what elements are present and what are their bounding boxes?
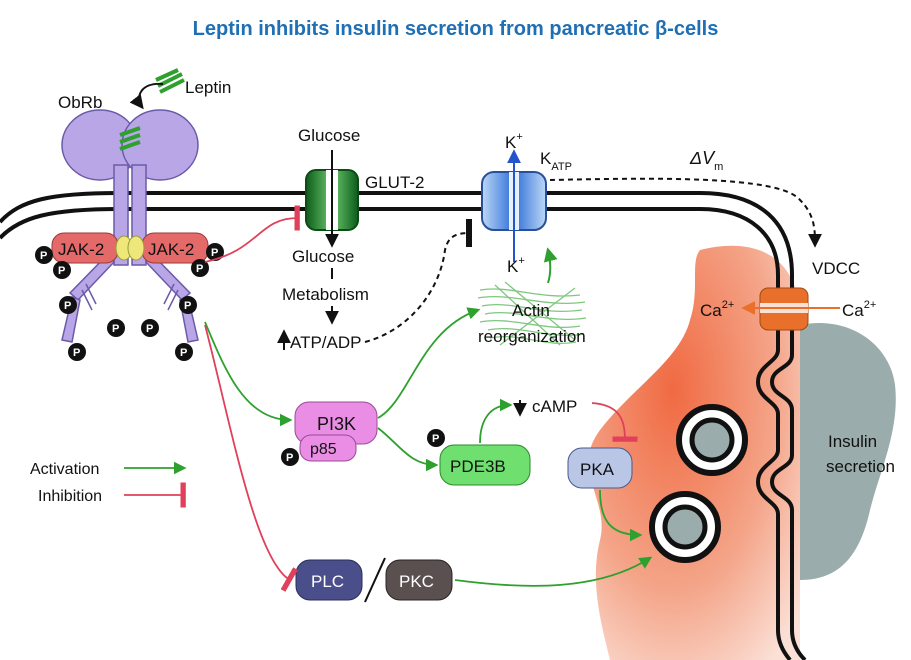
- glut2-label: GLUT-2: [365, 173, 425, 192]
- pde3b-node: PDE3B: [439, 444, 531, 486]
- pka-node: PKA: [567, 447, 633, 489]
- leptin-bound-icon: [119, 126, 141, 151]
- svg-text:p85: p85: [310, 441, 337, 458]
- activation-arrow-camp: [479, 398, 513, 444]
- metabolism-label: Metabolism: [282, 285, 369, 304]
- svg-text:P: P: [184, 300, 191, 312]
- inhibition-arrow-pka: [591, 402, 638, 442]
- svg-text:P: P: [432, 433, 439, 445]
- katp-label: KATP: [540, 149, 572, 173]
- activation-arrow-pde3b: [377, 427, 439, 472]
- delta-vm-label: ΔVm: [689, 148, 723, 173]
- glucose-extracellular-label: Glucose: [298, 126, 360, 145]
- jak2-right: JAK-2: [141, 232, 209, 264]
- svg-text:PKA: PKA: [580, 460, 615, 479]
- phospho-marker: P: [427, 429, 445, 447]
- svg-text:P: P: [146, 323, 153, 335]
- actin-label-line1: Actin: [512, 301, 550, 320]
- figure-title: Leptin inhibits insulin secretion from p…: [192, 18, 719, 40]
- ca-in-label: Ca2+: [700, 299, 734, 320]
- leptin-molecule-icon: [155, 68, 185, 94]
- svg-text:P: P: [196, 263, 203, 275]
- svg-text:P: P: [40, 250, 47, 262]
- activation-arrow-actin: [377, 307, 481, 419]
- insulin-granule: [649, 491, 721, 563]
- vdcc-label: VDCC: [812, 259, 860, 278]
- camp-label: cAMP: [532, 397, 577, 416]
- insulin-secretion-region: [800, 323, 896, 580]
- plc-pkc-separator: [364, 557, 386, 603]
- phospho-marker: P P P P P P P P P P: [35, 243, 224, 361]
- insulin-label-line1: Insulin: [828, 432, 877, 451]
- obrb-label: ObRb: [58, 93, 102, 112]
- legend-inhibition-label: Inhibition: [38, 488, 102, 505]
- svg-text:P: P: [211, 247, 218, 259]
- k-ion-in-label: K+: [507, 255, 525, 276]
- actin-label-line2: reorganization: [478, 327, 586, 346]
- svg-text:P: P: [58, 265, 65, 277]
- ca-out-label: Ca2+: [842, 299, 876, 320]
- insulin-label-line2: secretion: [826, 457, 895, 476]
- activation-arrow-pi3k: [204, 321, 293, 427]
- k-ion-out-label: K+: [505, 131, 523, 152]
- actin-filaments-icon: [477, 281, 587, 346]
- svg-text:P: P: [112, 323, 119, 335]
- svg-text:P: P: [180, 347, 187, 359]
- legend-activation-label: Activation: [30, 461, 99, 478]
- glucose-intracellular-label: Glucose: [292, 247, 354, 266]
- pi3k-node: PI3K: [294, 401, 378, 445]
- phospho-marker: P: [281, 448, 299, 466]
- insulin-granule: [676, 404, 748, 476]
- svg-text:PLC: PLC: [311, 572, 344, 591]
- svg-text:PKC: PKC: [399, 572, 434, 591]
- svg-text:PI3K: PI3K: [317, 414, 356, 434]
- svg-text:JAK-2: JAK-2: [58, 240, 104, 259]
- plc-node: PLC: [295, 559, 363, 601]
- svg-text:P: P: [286, 452, 293, 464]
- svg-text:P: P: [73, 347, 80, 359]
- jak2-left: JAK-2: [51, 232, 119, 264]
- pkc-node: PKC: [385, 559, 453, 601]
- legend: Activation Inhibition: [30, 461, 187, 508]
- atp-adp-label: ATP/ADP: [290, 333, 361, 352]
- inhibition-arrow-plc: [204, 324, 298, 592]
- svg-text:P: P: [64, 300, 71, 312]
- inhibition-arrow-glut2: [204, 205, 300, 263]
- p85-node: p85: [299, 434, 357, 462]
- activation-arrow-secretion-pka: [599, 489, 643, 542]
- activation-arrow-secretion-pkc: [454, 556, 653, 587]
- svg-text:PDE3B: PDE3B: [450, 457, 506, 476]
- leptin-label: Leptin: [185, 78, 231, 97]
- svg-text:JAK-2: JAK-2: [148, 240, 194, 259]
